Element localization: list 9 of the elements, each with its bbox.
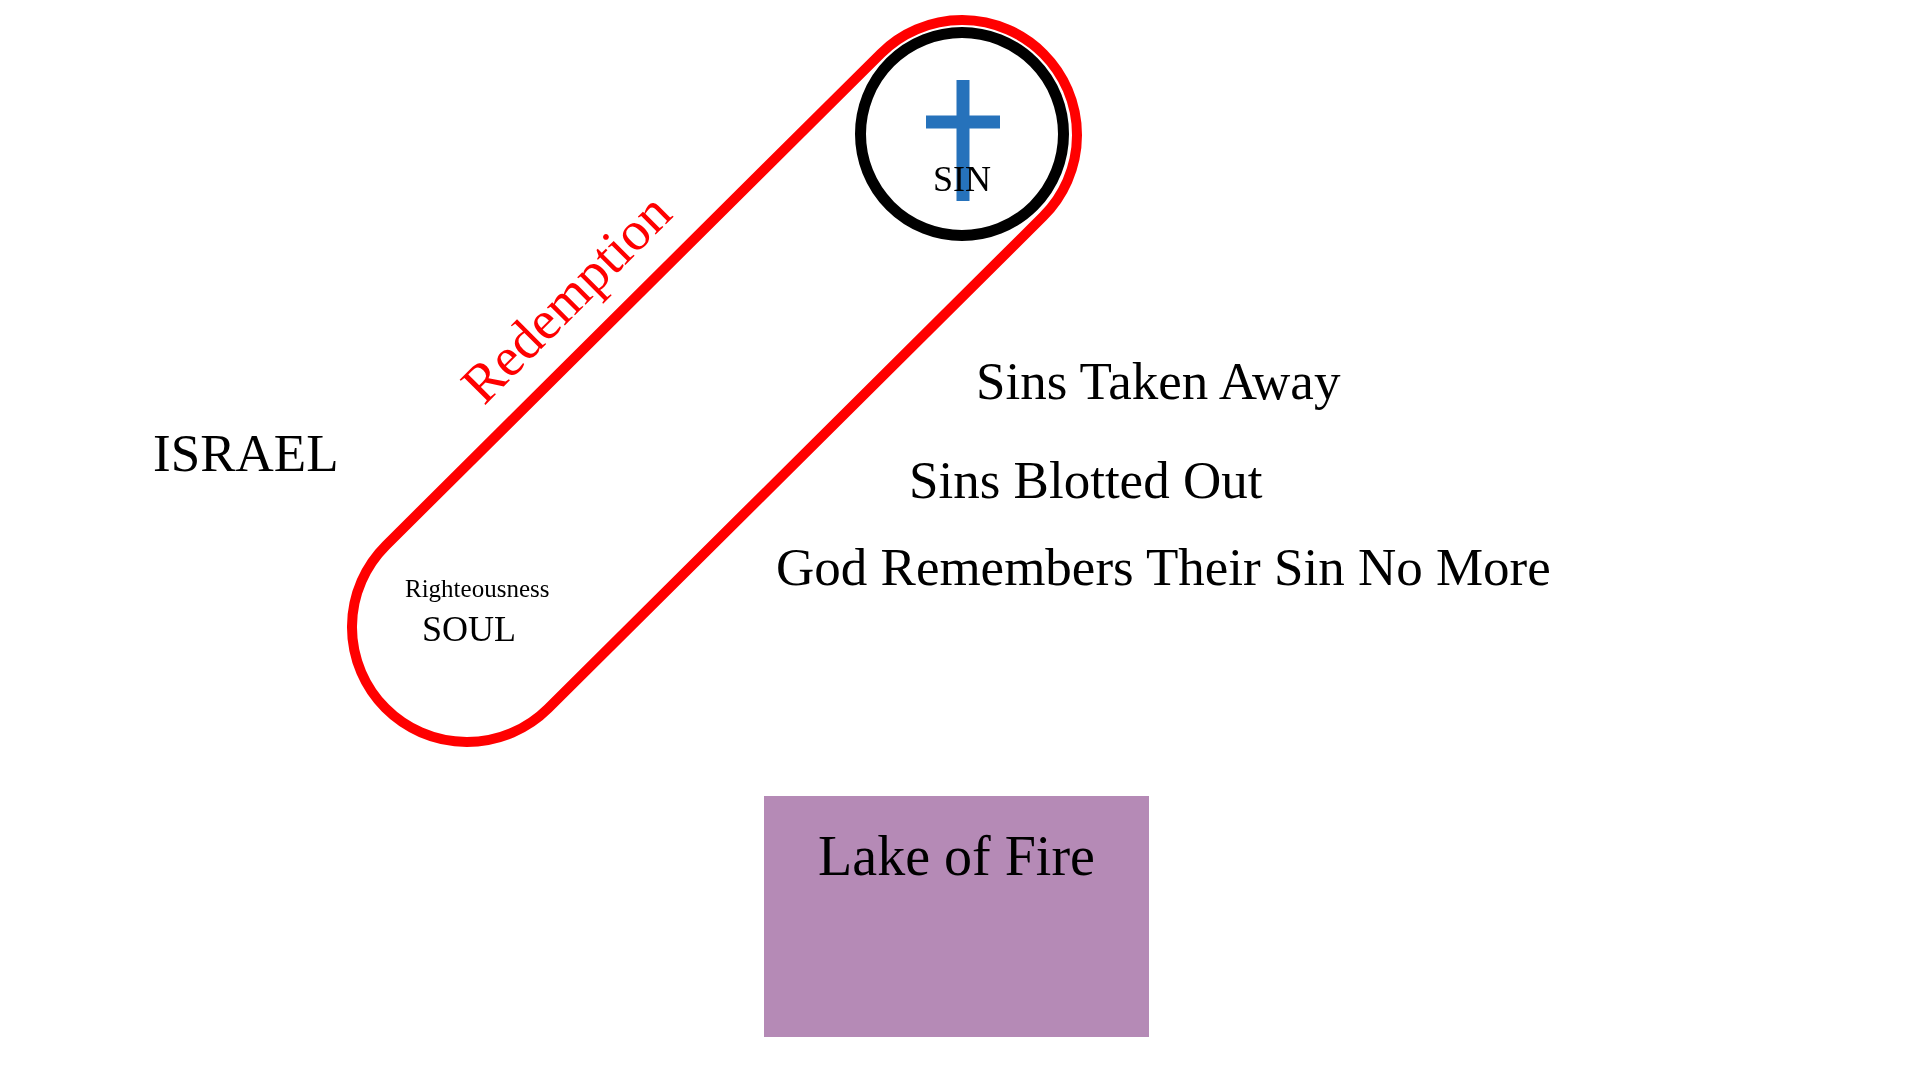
rectangle-box (764, 796, 1149, 1037)
statement-text: Sins Taken Away (976, 355, 1341, 408)
box-title: Lake of Fire (817, 828, 1096, 884)
statement-text: Sins Blotted Out (909, 454, 1263, 507)
node-label: SOUL (422, 611, 516, 647)
region-label: ISRAEL (153, 427, 339, 480)
node-label: Righteousness (405, 576, 550, 601)
statement-text: God Remembers Their Sin No More (776, 541, 1551, 594)
circle-node (855, 27, 1069, 241)
